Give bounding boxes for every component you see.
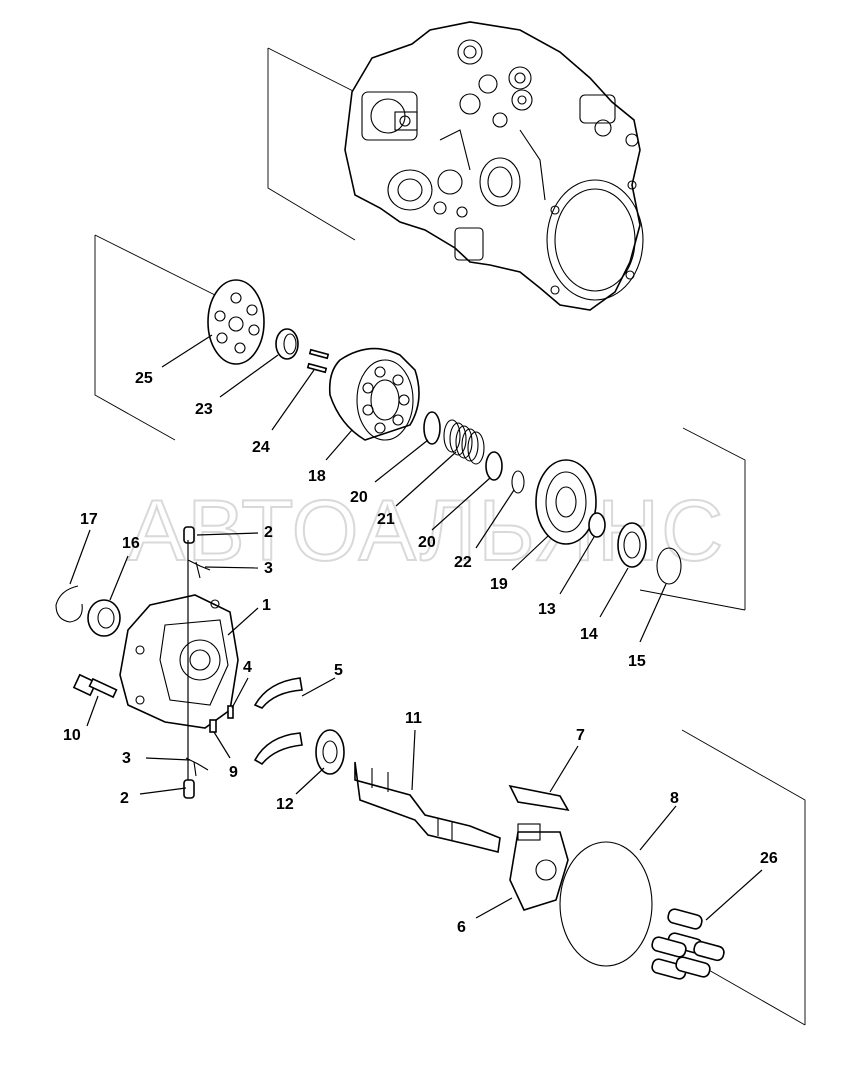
ring xyxy=(656,547,682,585)
valve-plate xyxy=(207,279,265,365)
spacer xyxy=(588,512,606,538)
callout-15: 15 xyxy=(628,653,646,670)
callout-labels: 25 23 24 18 20 21 20 22 19 13 14 15 17 1… xyxy=(63,370,778,936)
callout-2-lower: 2 xyxy=(120,790,129,807)
half-bearing-lower xyxy=(253,732,303,766)
pins xyxy=(306,348,330,374)
snap-ring-17 xyxy=(55,585,83,623)
callout-7: 7 xyxy=(576,727,585,744)
callout-20-lower: 20 xyxy=(418,534,436,551)
callout-5: 5 xyxy=(334,662,343,679)
callout-10: 10 xyxy=(63,727,81,744)
washer xyxy=(423,411,441,445)
bolt xyxy=(72,673,118,699)
callout-25: 25 xyxy=(135,370,153,387)
oil-seal xyxy=(87,599,121,637)
pin-top xyxy=(183,526,195,544)
callout-6: 6 xyxy=(457,919,466,936)
callout-26: 26 xyxy=(760,850,778,867)
cylinder-block xyxy=(328,347,420,441)
spherical-bushing xyxy=(275,328,299,360)
bolts-frame xyxy=(681,729,806,1026)
callout-3-lower: 3 xyxy=(122,750,131,767)
clip-top xyxy=(187,559,211,579)
key xyxy=(508,784,570,812)
callout-24: 24 xyxy=(252,439,270,456)
callout-4: 4 xyxy=(243,659,252,676)
spring xyxy=(443,419,485,465)
callout-21: 21 xyxy=(377,511,395,528)
callout-14: 14 xyxy=(580,626,598,643)
callout-9: 9 xyxy=(229,764,238,781)
flange xyxy=(509,823,569,911)
callout-1: 1 xyxy=(262,597,271,614)
callout-3-upper: 3 xyxy=(264,560,273,577)
callout-12: 12 xyxy=(276,796,294,813)
callout-23: 23 xyxy=(195,401,213,418)
callout-20-upper: 20 xyxy=(350,489,368,506)
callout-17: 17 xyxy=(80,511,98,528)
rotating-group-frame xyxy=(94,234,746,611)
washer xyxy=(485,451,503,481)
end-cover xyxy=(119,594,239,729)
callout-8: 8 xyxy=(670,790,679,807)
pin-bottom xyxy=(183,779,195,799)
callout-19: 19 xyxy=(490,576,508,593)
swash-plate xyxy=(535,459,597,545)
drive-shaft xyxy=(354,761,501,853)
bolt-set xyxy=(651,908,725,980)
pin-4 xyxy=(227,705,234,719)
leader-lines xyxy=(69,334,763,921)
pin-9 xyxy=(209,719,217,733)
callout-16: 16 xyxy=(122,535,140,552)
o-ring xyxy=(559,841,653,967)
callout-18: 18 xyxy=(308,468,326,485)
bearing xyxy=(617,522,647,568)
bearing-12 xyxy=(315,729,345,775)
callout-2-upper: 2 xyxy=(264,524,273,541)
callout-22: 22 xyxy=(454,554,472,571)
pump-housing xyxy=(267,21,644,311)
callout-11: 11 xyxy=(405,710,422,727)
clip-bottom xyxy=(185,757,209,777)
callout-13: 13 xyxy=(538,601,556,618)
snap-ring xyxy=(511,470,525,494)
half-bearing-upper xyxy=(253,677,303,709)
